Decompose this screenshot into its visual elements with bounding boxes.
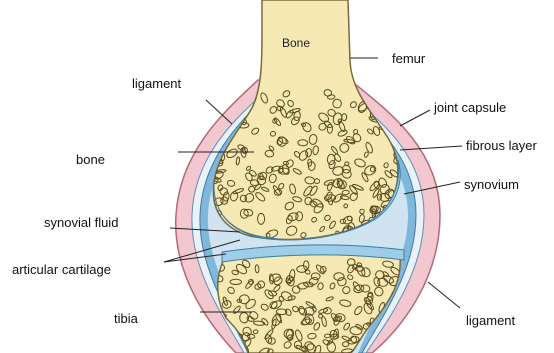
label-tibia: tibia [114, 311, 138, 326]
label-bone-left: bone [76, 152, 105, 167]
trabecula [388, 336, 401, 348]
leader-ligament-right [428, 282, 460, 308]
trabecula [213, 345, 225, 353]
trabecula [217, 101, 221, 106]
trabecula [218, 87, 230, 97]
label-femur: femur [392, 51, 425, 66]
trabecula [399, 349, 406, 353]
trabecula [392, 348, 400, 353]
leader-joint-capsule [400, 110, 430, 126]
label-synovium: synovium [464, 177, 519, 192]
trabecula [394, 332, 404, 339]
trabecula [211, 89, 219, 97]
label-joint-capsule: joint capsule [434, 100, 506, 115]
trabecula [383, 89, 388, 95]
label-articular-cartilage: articular cartilage [12, 262, 111, 277]
label-ligament-right: ligament [466, 313, 515, 328]
label-fibrous-layer: fibrous layer [466, 138, 537, 153]
label-bone-top: Bone [282, 36, 310, 51]
label-ligament-left: ligament [132, 76, 181, 91]
trabecula [386, 97, 392, 104]
label-synovial-fluid: synovial fluid [44, 215, 118, 230]
